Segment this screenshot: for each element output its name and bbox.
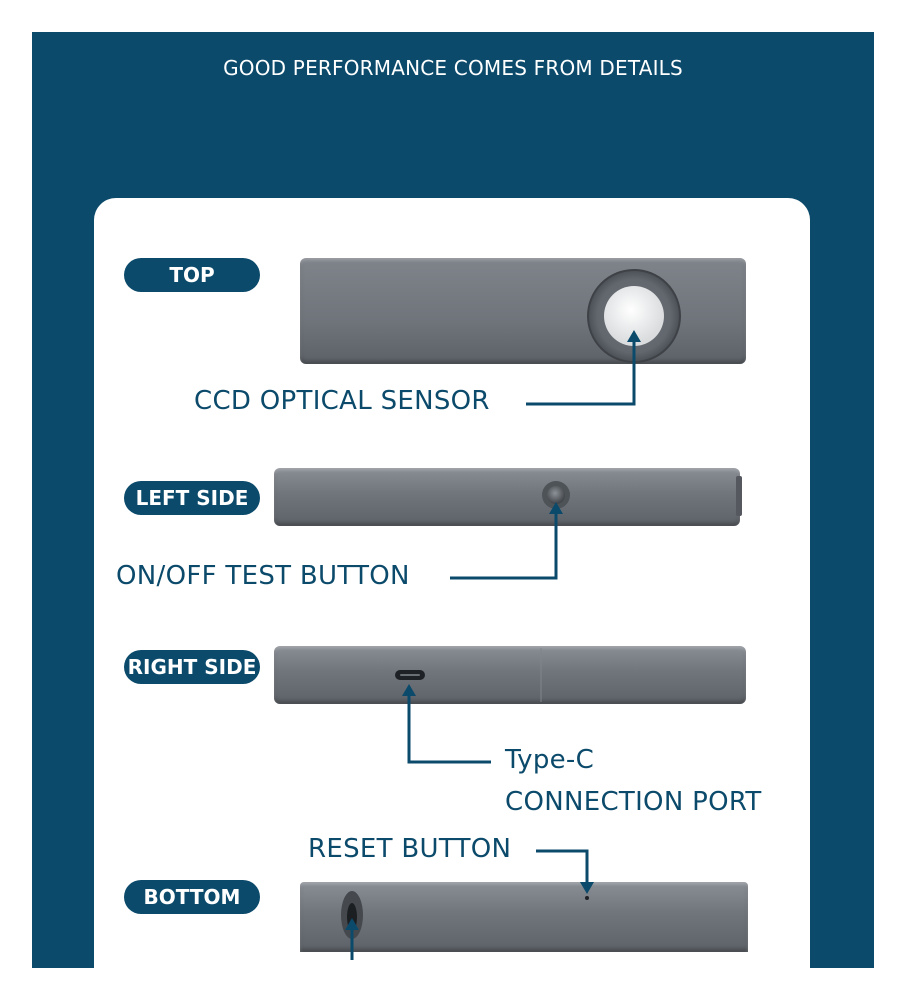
label-top: TOP	[124, 258, 260, 292]
connector-type-c	[407, 694, 491, 764]
connector-reset	[536, 849, 589, 884]
arrow-type-c	[402, 684, 416, 696]
arrow-reset	[580, 882, 594, 894]
on-off-button-icon	[542, 481, 570, 509]
arrow-ccd	[627, 330, 641, 342]
connector-on-off	[450, 512, 558, 580]
label-bottom: BOTTOM	[124, 880, 260, 914]
page-headline: GOOD PERFORMANCE COMES FROM DETAILS	[223, 56, 683, 80]
device-left-side-view	[274, 468, 740, 526]
label-right-side: RIGHT SIDE	[124, 650, 260, 684]
connector-ccd	[526, 340, 636, 406]
label-left-side: LEFT SIDE	[124, 481, 260, 515]
reset-hole-icon	[585, 896, 589, 900]
callout-type-c: Type-C	[505, 745, 595, 775]
callout-on-off-button: ON/OFF TEST BUTTON	[116, 561, 410, 591]
arrow-on-off	[549, 502, 563, 514]
arrow-bottom-slot	[345, 918, 359, 930]
device-right-side-view	[274, 646, 746, 704]
callout-reset-button: RESET BUTTON	[308, 834, 512, 864]
ccd-sensor-icon	[587, 269, 681, 363]
end-cap	[736, 476, 742, 516]
type-c-port-icon	[395, 670, 425, 680]
device-bottom-view	[300, 882, 748, 952]
callout-ccd-sensor: CCD OPTICAL SENSOR	[194, 386, 490, 416]
callout-connection-port: CONNECTION PORT	[505, 787, 762, 817]
